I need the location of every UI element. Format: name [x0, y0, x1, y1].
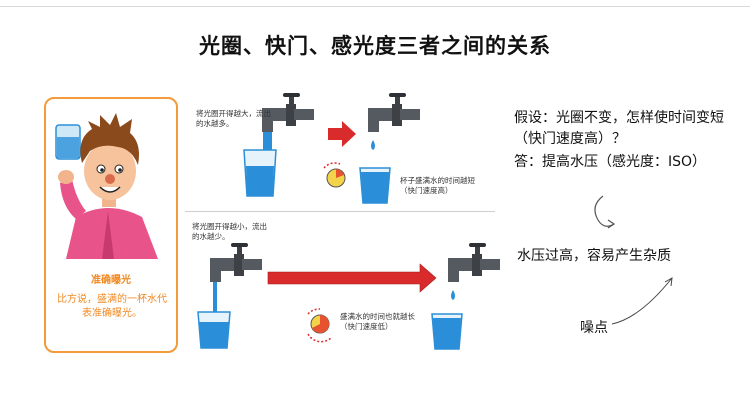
page-title: 光圈、快门、感光度三者之间的关系: [199, 34, 551, 58]
top-rule: [0, 6, 750, 7]
arrow-icon: [328, 121, 356, 147]
faucet-icon: [448, 243, 500, 282]
boy-with-glass-illustration: [55, 113, 158, 259]
water-stream: [213, 282, 217, 322]
scenario-divider: [185, 211, 495, 212]
water-drop-icon: [451, 290, 455, 300]
curved-arrow-icon: [594, 195, 615, 227]
arrow-head: [607, 219, 616, 229]
top-caption: 将光圈开得越大，流出的水越多。: [196, 109, 271, 128]
card-title: 准确曝光: [91, 275, 131, 286]
timer-icon: [307, 308, 333, 343]
noise-label: 噪点: [580, 320, 608, 336]
water-drop-icon: [371, 140, 375, 150]
pressure-note: 水压过高，容易产生杂质: [517, 248, 671, 264]
faucet-icon: [368, 93, 420, 132]
card-description: 比方说，盛满的一杯水代表准确曝光。: [57, 294, 167, 319]
timer-icon: [323, 162, 346, 188]
glass-icon: [197, 311, 231, 349]
bottom-result-caption: 盛满水的时间也就越长（快门速度低）: [340, 312, 415, 331]
glass-icon: [359, 167, 391, 204]
question-text: 假设：光圈不变，怎样使时间变短（快门速度高）？: [514, 110, 724, 147]
faucet-icon: [262, 93, 314, 132]
glass-icon: [431, 313, 463, 350]
arrow-head: [664, 277, 673, 287]
pointer-line: [611, 277, 673, 325]
bottom-caption: 将光圈开得越小，流出的水越少。: [192, 222, 267, 241]
top-result-caption: 杯子盛满水的时间越短（快门速度高）: [400, 176, 475, 195]
glass-icon: [243, 149, 277, 197]
faucet-icon: [210, 243, 262, 282]
exposure-card: 准确曝光 比方说，盛满的一杯水代表准确曝光。: [44, 97, 178, 353]
answer-text: 答：提高水压（感光度：ISO）: [514, 154, 707, 170]
long-arrow-icon: [267, 263, 437, 293]
